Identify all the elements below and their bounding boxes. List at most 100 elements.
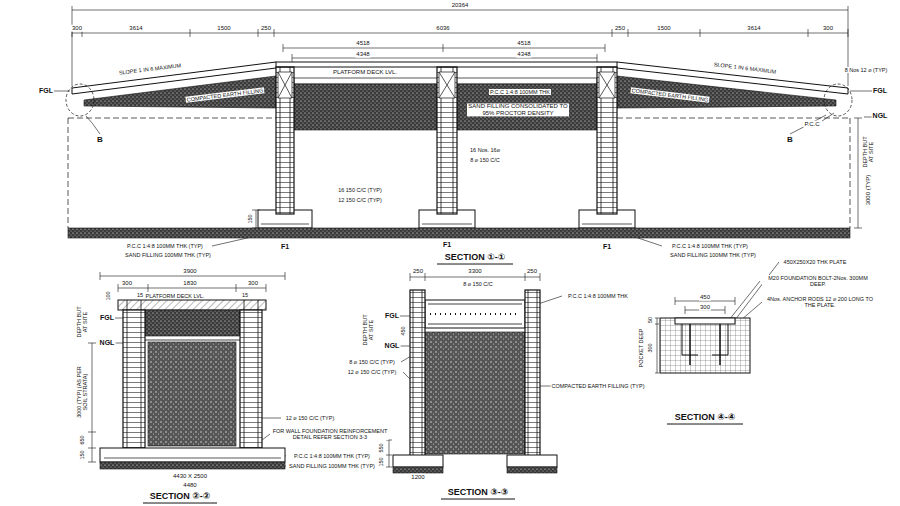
section-1-structure: [66, 62, 852, 264]
drawing-label: PLATFORM DECK LVL.: [332, 69, 398, 76]
drawing-label: NGL: [872, 112, 889, 120]
drawing-label: 6036: [435, 25, 450, 32]
sand-filling: [294, 84, 437, 130]
drawing-label: P.C.C: [803, 121, 820, 128]
drawing-label: NGL: [384, 342, 401, 350]
drawing-label: 250: [260, 25, 272, 32]
drawing-label: 3000 (TYP): [865, 174, 872, 207]
drawing-label: FGL: [384, 312, 400, 320]
drawing-label: 4480: [182, 482, 197, 489]
drawing-label: 20364: [451, 2, 470, 9]
drawing-label: 450: [400, 325, 406, 336]
drawing-label: 100: [105, 290, 111, 301]
dimension-lines: [72, 6, 862, 228]
drawing-label: DEPTH BUT AT SITE: [362, 311, 374, 349]
drawing-label: 1200: [410, 474, 425, 481]
base-band: [100, 462, 285, 469]
deck-slab: [276, 62, 617, 67]
drawing-label: 8 Nos 12 ⌀ (TYP): [844, 67, 889, 73]
drawing-label: 3300: [467, 268, 482, 275]
drawing-label: NGL: [99, 339, 116, 347]
drawing-label: 4518: [516, 40, 531, 47]
drawing-label: 300: [699, 304, 711, 311]
title-underline: [437, 264, 513, 265]
drawing-label: COMPACTED EARTH FILLING: [185, 87, 264, 103]
drawing-label: F1: [442, 241, 452, 249]
drawing-label: 3900: [182, 268, 197, 275]
drawing-label: 3614: [128, 25, 143, 32]
drawing-label: 300: [71, 25, 83, 32]
drawing-label: 550: [378, 442, 384, 453]
slab-rebar: [428, 304, 522, 324]
dimension-lines: [386, 273, 562, 467]
detail-circle: [824, 84, 852, 116]
base-plate: [675, 318, 735, 324]
section-2: [88, 272, 286, 503]
drawing-label: FGL: [38, 87, 54, 95]
drawing-label: 4518: [355, 40, 370, 47]
drawing-label: 12 ⌀ 150 C/C (TYP): [347, 369, 398, 375]
drawing-label: P.C.C 1:4:8 100MM THK (TYP): [126, 243, 204, 249]
drawing-label: SAND FILLING 100MM THK (TYP): [124, 252, 212, 258]
drawing-label: 300: [647, 342, 653, 353]
wall: [410, 290, 425, 458]
drawing-label: COMPACTED EARTH FILLING (TYP): [550, 383, 645, 389]
sand-filling: [457, 84, 597, 130]
drawing-label: 300: [822, 25, 834, 32]
slab-rebar-dots: [430, 313, 520, 315]
drawing-label: 450X250X20 THK PLATE: [783, 259, 848, 265]
drawing-label: P.C.C 1:4:8 100MM THK (TYP): [671, 243, 749, 249]
drawing-label: FGL: [99, 314, 115, 322]
drawing-label: 15: [136, 292, 144, 298]
pocket: [660, 318, 750, 373]
drawing-label: 4348: [355, 51, 370, 58]
drawing-label: B: [786, 136, 794, 145]
drawing-label: 150: [378, 456, 384, 467]
drawing-label: F1: [602, 243, 612, 251]
footing-rebar: [104, 458, 281, 459]
drawing-label: 8 ⌀ 150 C/C (TYP): [348, 359, 396, 365]
wall: [240, 310, 262, 448]
drawing-label: FOR WALL FOUNDATION REINFORCEMENT DETAIL…: [272, 428, 389, 440]
drawing-label: 3614: [746, 25, 761, 32]
drawing-label: PLATFORM DECK LVL.: [145, 293, 206, 299]
drawing-label: 1830: [182, 280, 197, 287]
section-title: SECTION ②-②: [149, 492, 212, 502]
drawing-label: 12 150 C/C (TYP): [337, 197, 383, 203]
earth-wedge: [84, 76, 276, 108]
drawing-label: 250: [526, 268, 538, 275]
detail-circle: [66, 84, 94, 116]
dimension-lines: [88, 272, 286, 466]
dimension-lines: [655, 262, 779, 373]
drawing-label: 150: [247, 213, 253, 224]
base-band: [507, 467, 557, 473]
footing: [100, 448, 285, 462]
earth-filling: [425, 332, 525, 454]
wall-rebar: [413, 290, 537, 458]
drawing-label: DEPTH BUT AT SITE: [862, 133, 874, 171]
drawing-label: FGL: [872, 87, 888, 95]
drawing-label: 4348: [516, 51, 531, 58]
drawing-label: P.C.C 1:4:8 100MM THK (TYP): [293, 453, 371, 459]
earth-filling: [148, 342, 236, 446]
drawing-label: 250: [412, 268, 424, 275]
footing: [393, 455, 443, 467]
base-band: [393, 467, 443, 473]
drawing-label: 1500: [216, 25, 231, 32]
column-head: [278, 72, 615, 98]
title-underline: [441, 499, 515, 500]
drawing-label: 650: [79, 434, 85, 445]
section-title: SECTION ③-③: [447, 488, 510, 498]
drawing-label: 4430 X 2500: [172, 473, 208, 480]
anchor-rod: [682, 324, 728, 355]
base-band: [68, 228, 850, 238]
drawing-label: F1: [280, 243, 290, 251]
drawing-label: 15: [241, 292, 249, 298]
drawing-label: 16 150 C/C (TYP): [337, 187, 383, 193]
drawing-label: 8 ⌀ 150 C/C: [462, 281, 494, 287]
drawing-label: P.C.C 1:4:8 100MM THK: [567, 293, 629, 299]
title-underline: [667, 424, 743, 425]
section-4: [655, 262, 779, 424]
drawing-label: 16 Nos. 16⌀: [469, 147, 501, 153]
drawing-label: 450: [699, 294, 711, 301]
